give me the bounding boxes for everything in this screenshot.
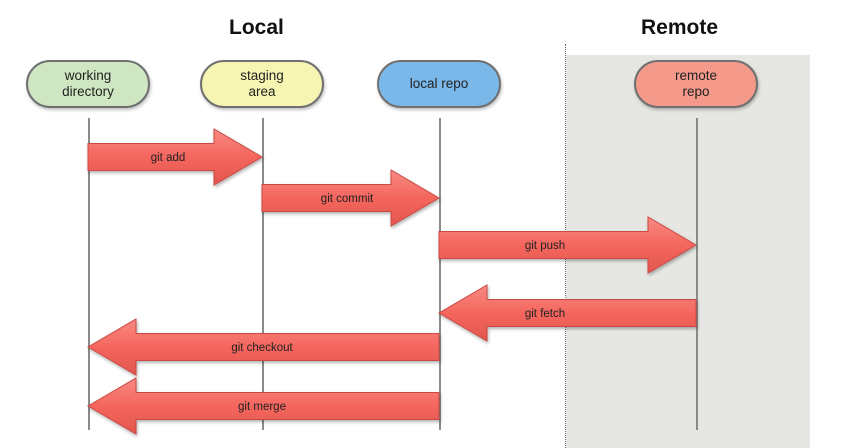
arrow-git-merge [87, 377, 440, 435]
arrow-git-checkout [87, 318, 440, 376]
arrow-git-commit [261, 169, 440, 227]
node-working-directory: working directory [26, 60, 150, 108]
arrow-git-fetch [438, 284, 697, 342]
arrow-git-push [438, 216, 697, 274]
arrow-label-git-merge: git merge [238, 401, 286, 413]
lifeline-working-directory [88, 118, 90, 430]
arrow-label-git-add: git add [151, 152, 186, 164]
arrow-label-git-commit: git commit [321, 193, 374, 205]
section-title-remote: Remote [641, 16, 719, 39]
arrow-git-add [87, 128, 263, 186]
node-staging-area: staging area [200, 60, 324, 108]
node-remote-repo: remote repo [634, 60, 758, 108]
node-local-repo: local repo [377, 60, 501, 108]
arrow-label-git-push: git push [525, 240, 565, 252]
lifeline-staging-area [262, 118, 264, 430]
section-title-local: Local [229, 16, 284, 39]
lifeline-local-repo [439, 118, 441, 430]
lifeline-remote-repo [696, 118, 698, 430]
arrow-label-git-checkout: git checkout [231, 342, 293, 354]
arrow-label-git-fetch: git fetch [525, 308, 565, 320]
